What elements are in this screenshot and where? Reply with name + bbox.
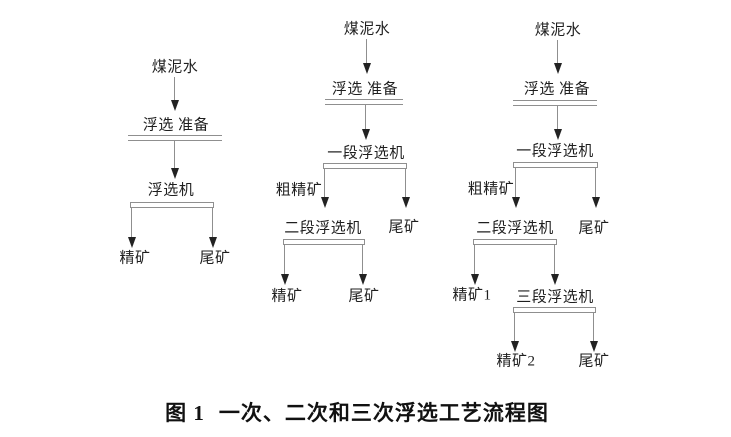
arrow-down-icon bbox=[590, 341, 598, 352]
c1-prep-rule-bottom bbox=[128, 140, 222, 141]
arrow-down-icon bbox=[512, 197, 520, 208]
c2-stage2-launder bbox=[283, 239, 365, 245]
c3-stage2-branch-left bbox=[474, 245, 475, 274]
c3-stage3-tailings-label: 尾矿 bbox=[578, 353, 610, 370]
arrow-down-icon bbox=[471, 274, 479, 285]
c1-connector-source-prep bbox=[174, 77, 175, 100]
arrow-down-icon bbox=[359, 274, 367, 285]
c3-stage3-branch-right bbox=[593, 313, 594, 341]
c3-stage3-label: 三段浮选机 bbox=[516, 289, 594, 306]
c3-prep-rule-bottom bbox=[513, 105, 597, 106]
arrow-down-icon bbox=[511, 341, 519, 352]
c3-stage1-tailings-label: 尾矿 bbox=[578, 220, 610, 237]
c1-tailings-label: 尾矿 bbox=[199, 250, 231, 267]
c1-concentrate-label: 精矿 bbox=[119, 250, 151, 267]
c3-prep-rule-top bbox=[513, 100, 597, 101]
c2-stage2-label: 二段浮选机 bbox=[284, 220, 362, 237]
c2-stage2-branch-right bbox=[362, 245, 363, 274]
c3-connector-prep-stage1 bbox=[557, 106, 558, 129]
c2-stage1-branch-left bbox=[324, 169, 325, 197]
arrow-down-icon bbox=[592, 197, 600, 208]
c2-rough-concentrate-label: 粗精矿 bbox=[275, 182, 323, 199]
c2-source-label: 煤泥水 bbox=[343, 21, 391, 38]
c2-stage1-branch-right bbox=[405, 169, 406, 197]
arrow-down-icon bbox=[209, 237, 217, 248]
c2-concentrate-label: 精矿 bbox=[271, 288, 303, 305]
c2-stage1-label: 一段浮选机 bbox=[327, 145, 405, 162]
arrow-down-icon bbox=[363, 63, 371, 74]
c1-prep-label: 浮选 准备 bbox=[142, 117, 210, 134]
arrow-down-icon bbox=[321, 197, 329, 208]
c1-branch-right bbox=[212, 208, 213, 237]
c3-rough-concentrate-label: 粗精矿 bbox=[467, 181, 515, 198]
c3-stage3-branch-left bbox=[514, 313, 515, 341]
c3-stage2-launder bbox=[473, 239, 557, 245]
c2-stage1-tailings-label: 尾矿 bbox=[388, 219, 420, 236]
c3-stage2-branch-right bbox=[554, 245, 555, 274]
c3-concentrate1-label: 精矿1 bbox=[452, 287, 492, 304]
c1-machine-label: 浮选机 bbox=[147, 182, 195, 199]
c3-stage1-branch-left bbox=[515, 168, 516, 197]
c1-machine-launder bbox=[130, 202, 214, 208]
c2-stage2-tailings-label: 尾矿 bbox=[348, 288, 380, 305]
c1-branch-left bbox=[131, 208, 132, 237]
arrow-down-icon bbox=[554, 129, 562, 140]
c3-stage3-launder bbox=[513, 307, 596, 313]
c1-source-label: 煤泥水 bbox=[151, 59, 199, 76]
c2-prep-rule-top bbox=[325, 99, 403, 100]
figure-caption-title: 一次、二次和三次浮选工艺流程图 bbox=[218, 401, 549, 425]
c3-concentrate2-label: 精矿2 bbox=[496, 353, 536, 370]
c3-stage1-launder bbox=[513, 162, 598, 168]
figure-caption-number: 图 1 bbox=[165, 401, 205, 425]
c2-stage1-launder bbox=[323, 163, 407, 169]
c2-prep-label: 浮选 准备 bbox=[331, 81, 399, 98]
c3-stage1-label: 一段浮选机 bbox=[516, 143, 594, 160]
c2-prep-rule-bottom bbox=[325, 104, 403, 105]
arrow-down-icon bbox=[171, 100, 179, 111]
c1-prep-rule-top bbox=[128, 135, 222, 136]
c1-connector-prep-machine bbox=[174, 141, 175, 168]
figure-caption: 图 1 一次、二次和三次浮选工艺流程图 bbox=[165, 397, 549, 427]
arrow-down-icon bbox=[128, 237, 136, 248]
arrow-down-icon bbox=[281, 274, 289, 285]
c3-connector-source-prep bbox=[557, 40, 558, 63]
c3-stage2-label: 二段浮选机 bbox=[476, 220, 554, 237]
c2-connector-prep-stage1 bbox=[365, 105, 366, 129]
c3-source-label: 煤泥水 bbox=[534, 22, 582, 39]
arrow-down-icon bbox=[551, 274, 559, 285]
c2-stage2-branch-left bbox=[284, 245, 285, 274]
arrow-down-icon bbox=[554, 63, 562, 74]
arrow-down-icon bbox=[362, 129, 370, 140]
c3-stage1-branch-right bbox=[595, 168, 596, 197]
c3-prep-label: 浮选 准备 bbox=[523, 81, 591, 98]
arrow-down-icon bbox=[402, 197, 410, 208]
arrow-down-icon bbox=[171, 168, 179, 179]
c2-connector-source-prep bbox=[366, 39, 367, 63]
